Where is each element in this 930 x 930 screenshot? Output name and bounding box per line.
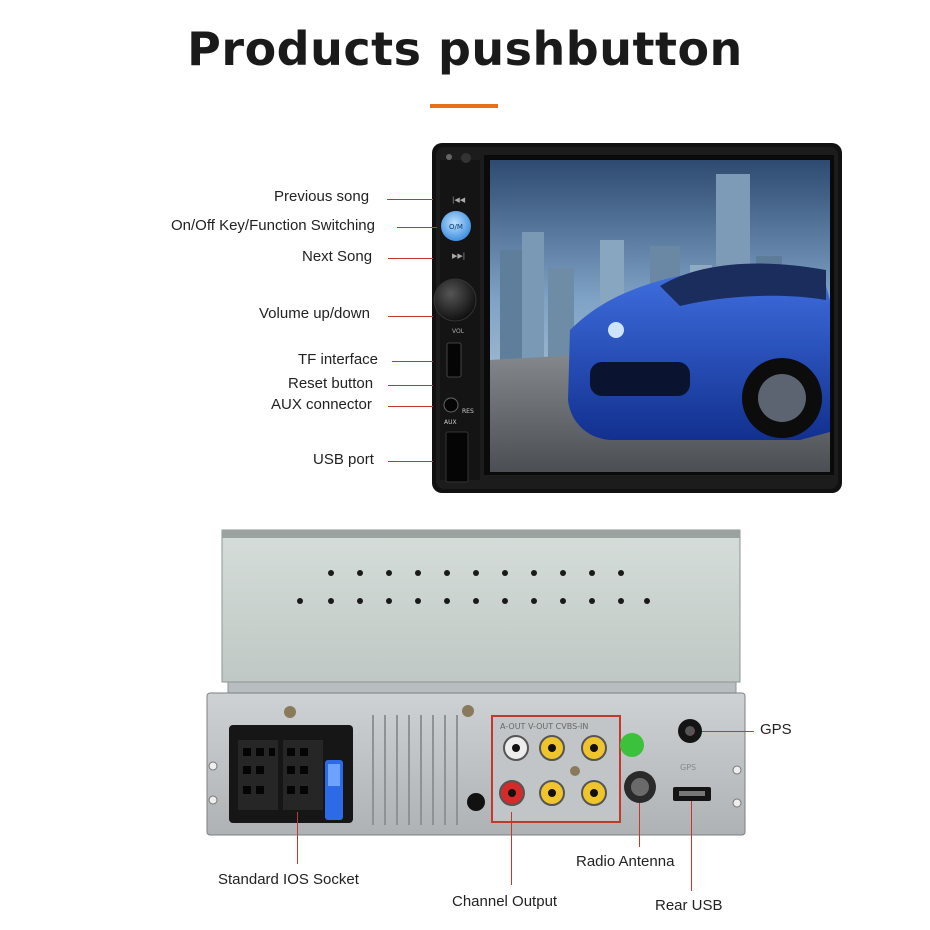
label-standard-ios-socket: Standard IOS Socket xyxy=(218,871,359,888)
callout-usb xyxy=(388,461,433,462)
svg-text:|◀◀: |◀◀ xyxy=(452,196,466,204)
svg-text:▶▶|: ▶▶| xyxy=(452,252,465,260)
callout-rear-usb xyxy=(691,801,692,891)
label-reset-button: Reset button xyxy=(288,375,374,392)
callout-channel-output xyxy=(511,812,512,885)
callout-next-song xyxy=(388,258,433,259)
svg-text:GPS: GPS xyxy=(680,763,696,772)
callout-radio-antenna xyxy=(639,803,640,847)
power-button-mark: O/M xyxy=(449,223,463,231)
callout-tf xyxy=(392,361,433,362)
callout-previous-song xyxy=(387,199,433,200)
page-title: Products pushbutton xyxy=(187,22,743,76)
title-accent-bar xyxy=(430,104,498,108)
label-onoff-key: On/Off Key/Function Switching xyxy=(171,217,375,234)
svg-text:AUX: AUX xyxy=(444,419,457,426)
label-tf-interface: TF interface xyxy=(298,351,379,368)
label-usb-port: USB port xyxy=(313,451,374,468)
svg-text:VOL: VOL xyxy=(452,328,465,335)
label-previous-song: Previous song xyxy=(274,188,370,205)
callout-ios-socket xyxy=(297,812,298,864)
callout-onoff-key xyxy=(397,227,437,228)
svg-text:RES: RES xyxy=(462,408,474,415)
label-gps: GPS xyxy=(760,721,792,738)
label-volume: Volume up/down xyxy=(259,305,370,322)
callout-reset xyxy=(388,385,433,386)
label-radio-antenna: Radio Antenna xyxy=(576,853,675,870)
svg-text:A-OUT V-OUT CVBS-IN: A-OUT V-OUT CVBS-IN xyxy=(500,722,588,731)
label-aux-connector: AUX connector xyxy=(271,396,372,413)
label-channel-output: Channel Output xyxy=(452,893,558,910)
label-next-song: Next Song xyxy=(302,248,373,265)
callout-aux xyxy=(388,406,433,407)
label-rear-usb: Rear USB xyxy=(655,897,723,914)
callout-gps xyxy=(702,731,754,732)
callout-volume xyxy=(388,316,433,317)
